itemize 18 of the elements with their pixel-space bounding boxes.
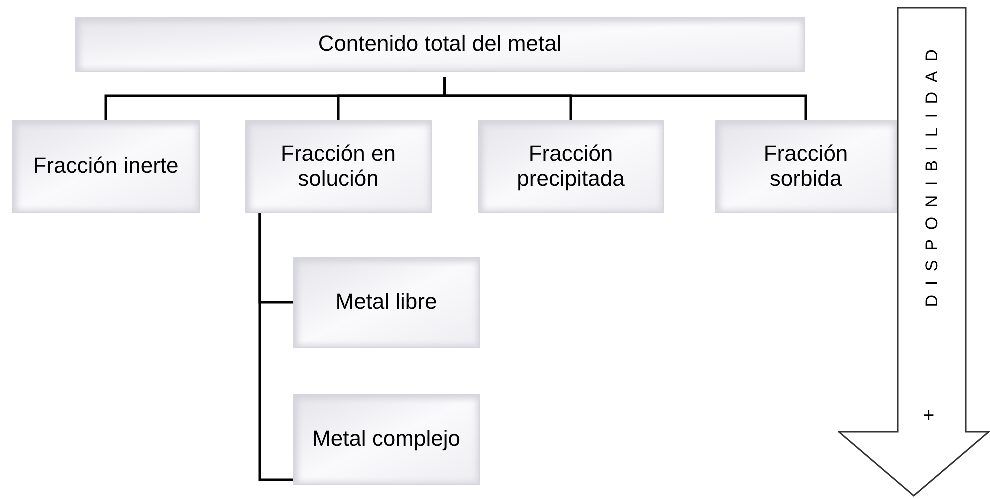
plus-label: + [923, 406, 935, 426]
box-label: Metal libre [336, 290, 438, 315]
connector-line [444, 77, 808, 120]
process-box [715, 120, 897, 213]
process-box [12, 120, 200, 213]
box-label: Fracción sorbida [762, 142, 850, 191]
process-box [478, 120, 664, 213]
box-label: Contenido total del metal [318, 32, 562, 57]
connector-line [258, 213, 293, 482]
process-box [293, 257, 480, 348]
box-label: Fracción inerte [33, 154, 179, 179]
process-box [245, 120, 432, 213]
vertical-label: DISPONIBILIDAD [921, 40, 942, 308]
process-box [293, 394, 480, 485]
box-label: Metal complejo [312, 427, 460, 452]
box-label: Fracción en solución [280, 142, 397, 191]
process-box [75, 17, 805, 72]
box-label: Fracción precipitada [516, 142, 626, 191]
